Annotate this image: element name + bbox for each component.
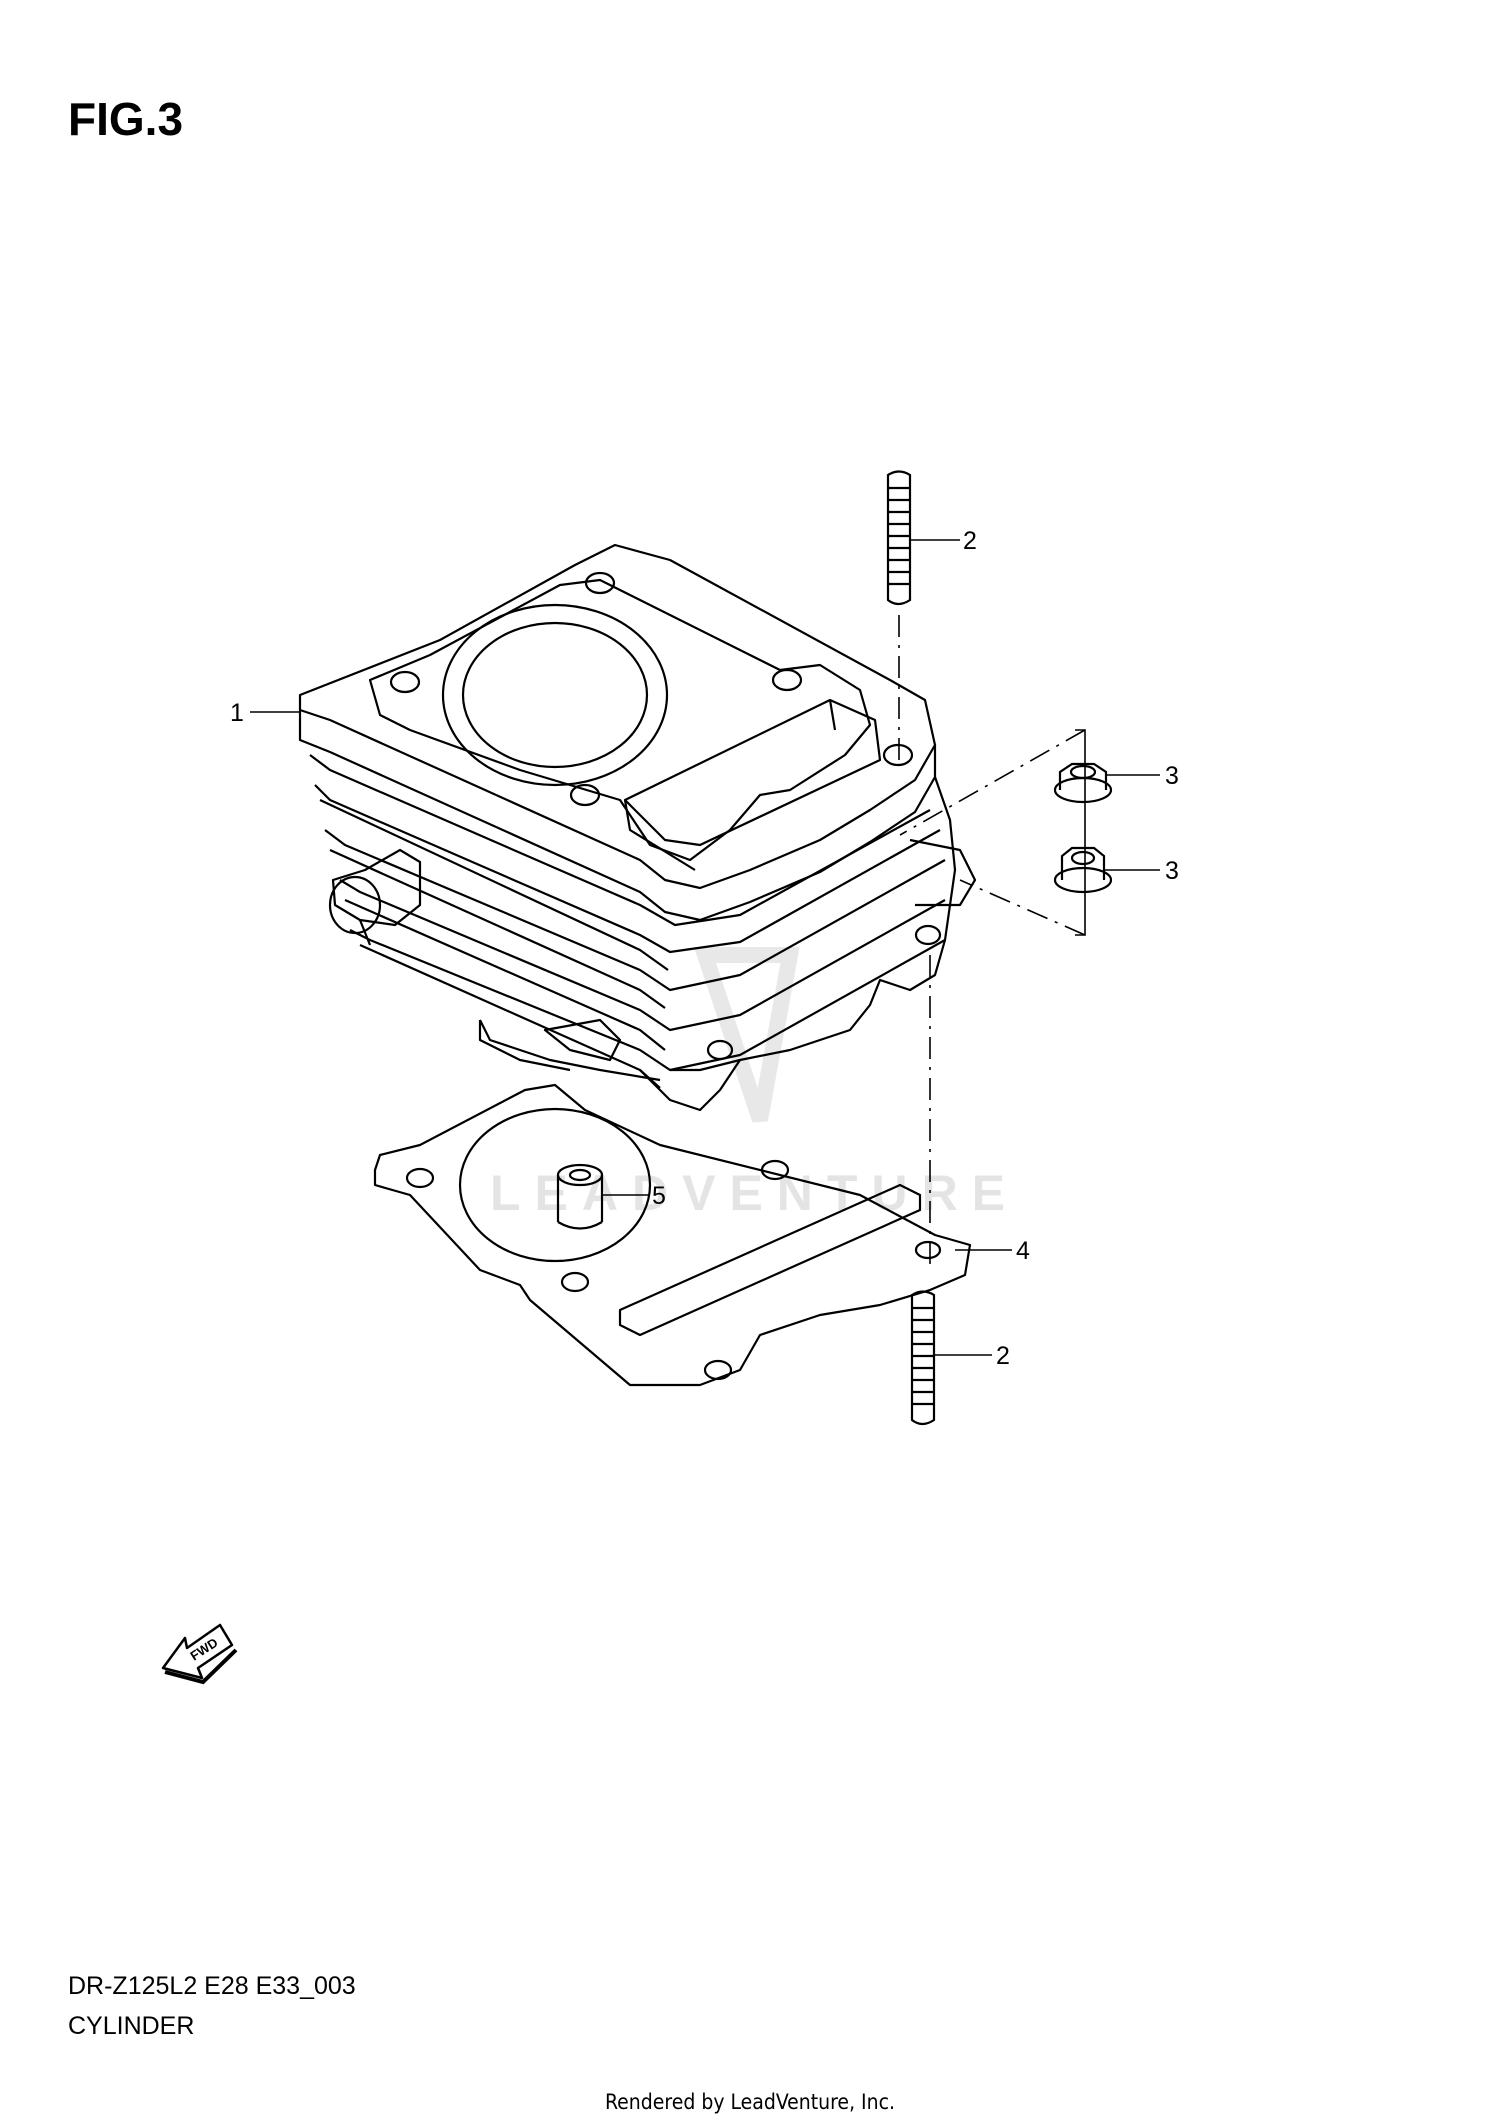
assembly-guide-lines xyxy=(898,615,1086,1270)
stud-bolt-top xyxy=(886,470,912,606)
model-code: DR-Z125L2 E28 E33_003 xyxy=(68,1972,356,2000)
leader-lines xyxy=(250,539,1160,1356)
callout-5: 5 xyxy=(652,1182,666,1210)
flange-nut-lower xyxy=(1053,846,1113,894)
render-credit: Rendered by LeadVenture, Inc. xyxy=(605,2090,895,2114)
callout-2-bottom: 2 xyxy=(996,1342,1010,1370)
base-gasket-part xyxy=(373,1083,972,1387)
callout-3-lower: 3 xyxy=(1165,857,1179,885)
callout-3-upper: 3 xyxy=(1165,762,1179,790)
assembly-name: CYLINDER xyxy=(68,2012,195,2040)
flange-nut-upper xyxy=(1053,762,1113,804)
callout-4: 4 xyxy=(1016,1237,1030,1265)
watermark: LEADVENTURE xyxy=(490,947,1019,1221)
nut-bracket-line xyxy=(1075,729,1086,936)
watermark-text: LEADVENTURE xyxy=(490,1165,1019,1221)
fwd-arrow-icon: FWD xyxy=(161,1623,238,1685)
dowel-pin-part xyxy=(556,1163,604,1230)
figure-title: FIG.3 xyxy=(68,93,184,145)
cylinder-part xyxy=(298,543,977,1112)
stud-bolt-bottom xyxy=(910,1290,936,1426)
callout-2-top: 2 xyxy=(963,527,977,555)
callout-1: 1 xyxy=(230,699,244,727)
